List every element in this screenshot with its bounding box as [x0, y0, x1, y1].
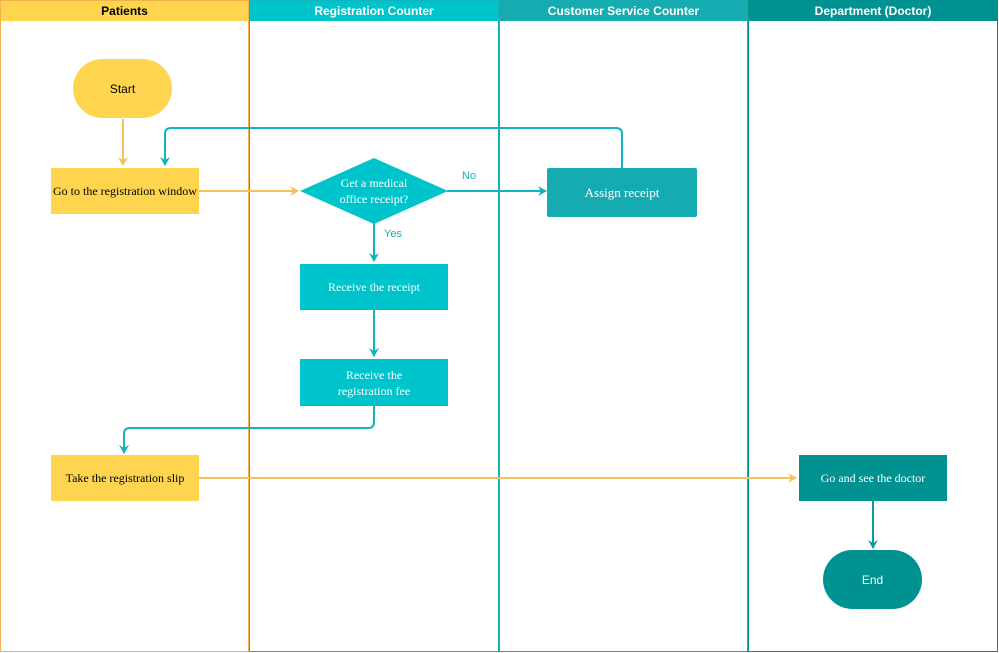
take-registration-slip-node: Take the registration slip [51, 455, 199, 501]
assign-receipt-label: Assign receipt [584, 184, 660, 200]
lane-patients: Patients [0, 0, 249, 652]
edge-label-yes: Yes [384, 228, 402, 240]
go-to-registration-window-label: Go to the registration window [53, 183, 197, 198]
start-label: Start [109, 81, 136, 96]
edge-assign-to-registration [160, 127, 623, 168]
decision-label-line1: Get a medical [340, 176, 408, 190]
lane-header-customer-service-counter: Customer Service Counter [500, 1, 747, 21]
end-node: End [823, 550, 922, 609]
lane-department-doctor: Department (Doctor) [748, 0, 998, 652]
see-doctor-label: Go and see the doctor [820, 470, 926, 485]
end-label: End [861, 572, 884, 587]
lane-registration-counter: Registration Counter [249, 0, 499, 652]
see-doctor-node: Go and see the doctor [799, 455, 947, 501]
lane-header-patients: Patients [1, 1, 248, 21]
take-registration-slip-label: Take the registration slip [65, 470, 185, 485]
medical-receipt-decision-label: Get a medical office receipt? [320, 170, 428, 212]
lane-header-department-doctor: Department (Doctor) [749, 1, 997, 21]
lane-customer-service-counter: Customer Service Counter [499, 0, 748, 652]
receive-fee-label-line2: registration fee [337, 383, 411, 398]
receive-fee-label-line1: Receive the [345, 367, 403, 382]
assign-receipt-node: Assign receipt [547, 168, 697, 217]
receive-receipt-label: Receive the receipt [328, 279, 420, 294]
receive-receipt-node: Receive the receipt [300, 264, 448, 310]
edge-label-no: No [462, 170, 477, 182]
medical-receipt-decision-node [300, 158, 448, 224]
edge-fee-to-slip [119, 406, 375, 454]
decision-label-line2: office receipt? [339, 192, 409, 206]
go-to-registration-window-node: Go to the registration window [51, 168, 199, 214]
receive-registration-fee-node: Receive the registration fee [300, 359, 448, 406]
start-node: Start [73, 59, 172, 118]
lane-header-registration-counter: Registration Counter [250, 1, 498, 21]
